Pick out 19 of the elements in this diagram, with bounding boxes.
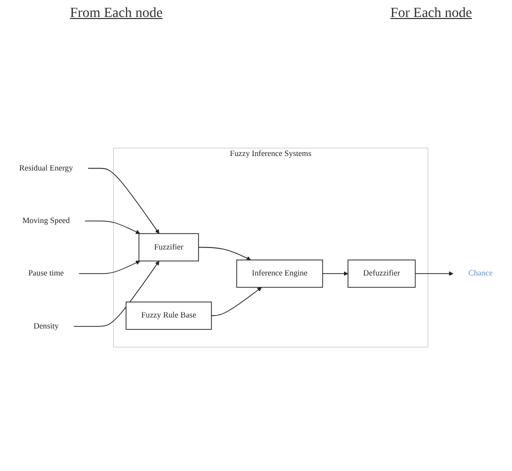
node-box: Inference Engine xyxy=(236,260,324,288)
arrow xyxy=(414,272,454,276)
arrow xyxy=(88,168,160,234)
arrow xyxy=(198,247,251,261)
node-text: Pause time xyxy=(28,270,64,278)
node-box: Fuzzy Rule Base xyxy=(126,302,212,330)
arrow xyxy=(74,261,160,328)
arrow xyxy=(211,288,262,316)
arrow xyxy=(78,261,140,274)
heading-text: For Each node xyxy=(390,6,472,23)
node-text: Residual Energy xyxy=(19,164,73,173)
node-text: Density xyxy=(33,322,59,331)
node-text: Moving Speed xyxy=(22,216,70,226)
node-box: Fuzzifier xyxy=(138,234,199,262)
heading-text: From Each node xyxy=(70,6,163,23)
node-box: Defuzzifier xyxy=(348,260,416,288)
arrow xyxy=(322,272,348,276)
node-text: Chance xyxy=(468,270,493,278)
arrow xyxy=(84,221,140,234)
